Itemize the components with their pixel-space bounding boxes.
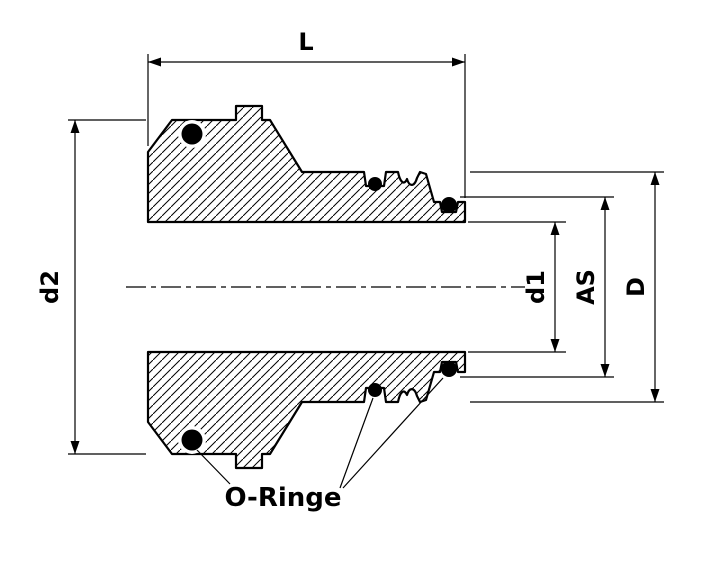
dimension-body-diameter [470, 171, 664, 403]
oring-top-left-icon [181, 123, 203, 145]
label-flange-diameter: d2 [36, 270, 64, 304]
label-oring: O-Ringe [224, 483, 341, 513]
part-cross-section [146, 104, 467, 470]
leader-line [196, 449, 231, 485]
oring-callout [196, 377, 444, 489]
orings [178, 120, 457, 454]
label-body-diameter: D [622, 277, 650, 297]
oring-top-middle-icon [368, 177, 382, 191]
label-bore-diameter: d1 [522, 270, 550, 304]
arrowhead [452, 57, 465, 67]
arrowhead [550, 339, 560, 352]
dimension-flange-diameter [68, 119, 146, 455]
oring-bottom-middle-icon [368, 383, 382, 397]
leader-line [342, 377, 444, 489]
oring-bottom-left-icon [181, 429, 203, 451]
leader-line [339, 397, 374, 489]
oring-top-right-icon [441, 197, 457, 213]
arrowhead [148, 57, 161, 67]
arrowhead [550, 222, 560, 235]
oring-bottom-right-icon [441, 361, 457, 377]
part-section-bottom [146, 350, 467, 470]
arrowhead [650, 172, 660, 185]
label-length: L [298, 28, 313, 56]
label-seal-diameter: AS [572, 269, 600, 305]
dimension-seal-diameter [460, 196, 614, 378]
arrowhead [600, 197, 610, 210]
arrowhead [70, 441, 80, 454]
dimension-length [147, 54, 466, 198]
arrowhead [70, 120, 80, 133]
arrowhead [650, 389, 660, 402]
dimension-bore-diameter [468, 221, 566, 353]
part-section-top [146, 104, 467, 224]
arrowhead [600, 364, 610, 377]
